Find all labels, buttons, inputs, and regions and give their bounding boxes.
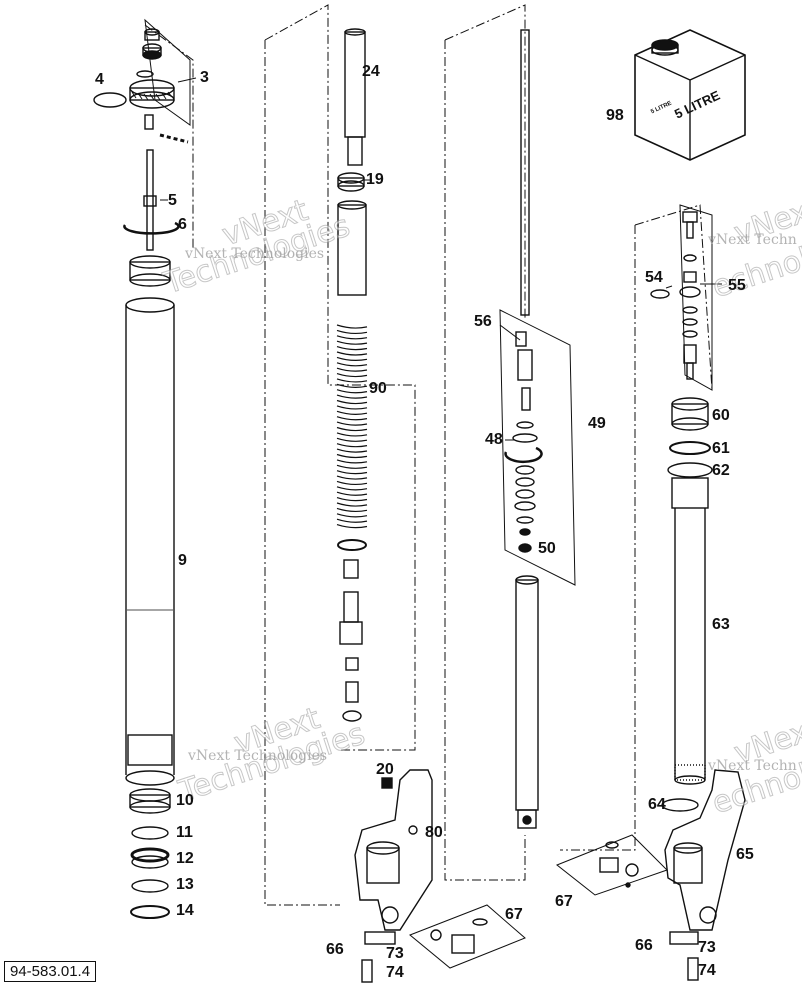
diagram-reference-code: 94-583.01.4: [4, 961, 97, 982]
coil-spring: [336, 324, 368, 529]
part-label-73-left: 73: [386, 945, 404, 962]
part-label-6: 6: [178, 216, 187, 233]
part-label-49: 49: [588, 415, 606, 432]
part-label-12: 12: [176, 850, 194, 867]
part-label-65: 65: [736, 846, 754, 863]
part-label-9: 9: [178, 552, 187, 569]
part-label-24: 24: [362, 63, 380, 80]
part-label-66-right: 66: [635, 937, 653, 954]
part-label-50: 50: [538, 540, 556, 557]
part-label-13: 13: [176, 876, 194, 893]
watermark-small: vNext Technologies: [185, 246, 325, 262]
parts-kit-left: [430, 918, 488, 954]
part-label-3: 3: [200, 69, 209, 86]
part-label-48: 48: [485, 431, 503, 448]
part-label-55: 55: [728, 277, 746, 294]
part-label-64: 64: [648, 796, 666, 813]
outer-tube-assembly: [93, 28, 189, 919]
watermark-edge-small: vNext Techn: [708, 758, 797, 774]
part-label-61: 61: [712, 440, 730, 457]
left-fork-foot: [354, 769, 433, 983]
part-label-4: 4: [95, 71, 104, 88]
part-label-74-left: 74: [386, 964, 404, 981]
part-label-60: 60: [712, 407, 730, 424]
part-label-63: 63: [712, 616, 730, 633]
part-label-20: 20: [376, 761, 394, 778]
inner-tube-assembly: [650, 211, 746, 981]
part-label-90: 90: [369, 380, 387, 397]
oil-can: [634, 29, 746, 161]
part-label-54: 54: [645, 269, 663, 286]
watermark-edge-small: vNext Techn: [708, 232, 797, 248]
part-label-10: 10: [176, 792, 194, 809]
part-label-73-right: 73: [698, 939, 716, 956]
part-label-66-left: 66: [326, 941, 344, 958]
part-label-62: 62: [712, 462, 730, 479]
watermark-small: vNext Technologies: [188, 748, 328, 764]
part-label-80: 80: [425, 824, 443, 841]
part-label-19: 19: [366, 171, 384, 188]
part-label-67-right: 67: [555, 893, 573, 910]
dashed-frames: [144, 4, 713, 906]
part-label-56: 56: [474, 313, 492, 330]
spring-assembly: [336, 28, 368, 722]
part-label-98: 98: [606, 107, 624, 124]
part-label-67-left: 67: [505, 906, 523, 923]
part-label-11: 11: [176, 824, 193, 841]
damper-assembly: [504, 29, 543, 829]
part-label-5: 5: [168, 192, 177, 209]
part-label-14: 14: [176, 902, 194, 919]
part-label-74-right: 74: [698, 962, 716, 979]
parts-kit-right: [599, 841, 639, 888]
leader-lines: [160, 77, 722, 441]
